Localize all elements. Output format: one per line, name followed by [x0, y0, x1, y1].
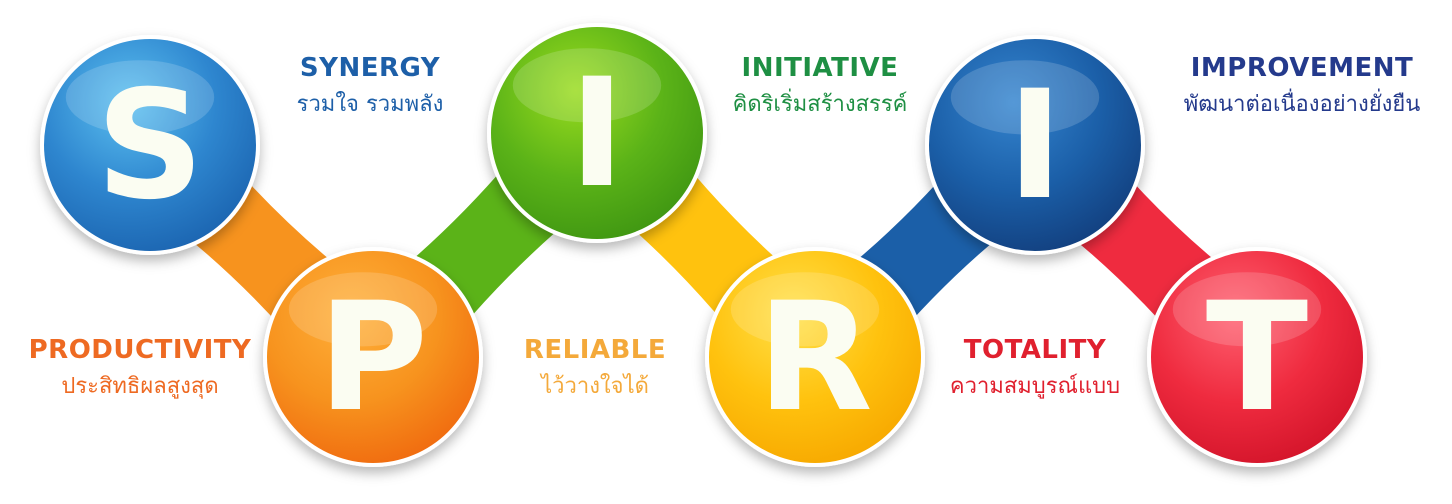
circle-fill	[491, 27, 703, 239]
letter-totality: T	[1206, 271, 1308, 445]
circle-fill	[709, 251, 921, 463]
subtitle-productivity: ประสิทธิผลสูงสุด	[61, 374, 219, 399]
subtitle-reliable: ไว้วางใจได้	[541, 374, 649, 399]
circle-initiative: I	[487, 23, 707, 243]
circle-highlight	[1172, 272, 1322, 347]
title-totality: TOTALITY	[963, 335, 1107, 365]
circle-fill	[1151, 251, 1363, 463]
title-productivity: PRODUCTIVITY	[28, 335, 252, 365]
label-synergy: SYNERGY รวมใจ รวมพลัง	[250, 52, 490, 120]
circle-fill	[44, 39, 256, 251]
letter-productivity: P	[318, 271, 428, 445]
subtitle-improvement: พัฒนาต่อเนื่องอย่างยั่งยืน	[1183, 92, 1421, 117]
label-reliable: RELIABLE ไว้วางใจได้	[480, 334, 710, 402]
circle-highlight	[65, 60, 215, 135]
title-initiative: INITIATIVE	[741, 53, 899, 83]
circle-synergy: S	[40, 35, 260, 255]
circle-reliable: R	[705, 247, 925, 467]
title-reliable: RELIABLE	[523, 335, 667, 365]
circle-highlight	[288, 272, 438, 347]
circle-fill	[267, 251, 479, 463]
title-improvement: IMPROVEMENT	[1190, 53, 1414, 83]
title-synergy: SYNERGY	[299, 53, 441, 83]
subtitle-synergy: รวมใจ รวมพลัง	[296, 92, 444, 117]
circle-improvement: I	[925, 35, 1145, 255]
letter-initiative: I	[569, 47, 625, 221]
letter-reliable: R	[757, 271, 873, 445]
circle-totality: T	[1147, 247, 1367, 467]
letter-improvement: I	[1007, 59, 1063, 233]
label-initiative: INITIATIVE คิดริเริ่มสร้างสรรค์	[690, 52, 950, 120]
circle-fill	[929, 39, 1141, 251]
subtitle-initiative: คิดริเริ่มสร้างสรรค์	[732, 92, 908, 117]
label-totality: TOTALITY ความสมบูรณ์แบบ	[915, 334, 1155, 402]
label-productivity: PRODUCTIVITY ประสิทธิผลสูงสุด	[10, 334, 270, 402]
circle-highlight	[512, 48, 662, 123]
label-improvement: IMPROVEMENT พัฒนาต่อเนื่องอย่างยั่งยืน	[1160, 52, 1444, 120]
circle-highlight	[730, 272, 880, 347]
circle-highlight	[950, 60, 1100, 135]
letter-synergy: S	[96, 59, 204, 233]
subtitle-totality: ความสมบูรณ์แบบ	[949, 374, 1121, 399]
circle-productivity: P	[263, 247, 483, 467]
